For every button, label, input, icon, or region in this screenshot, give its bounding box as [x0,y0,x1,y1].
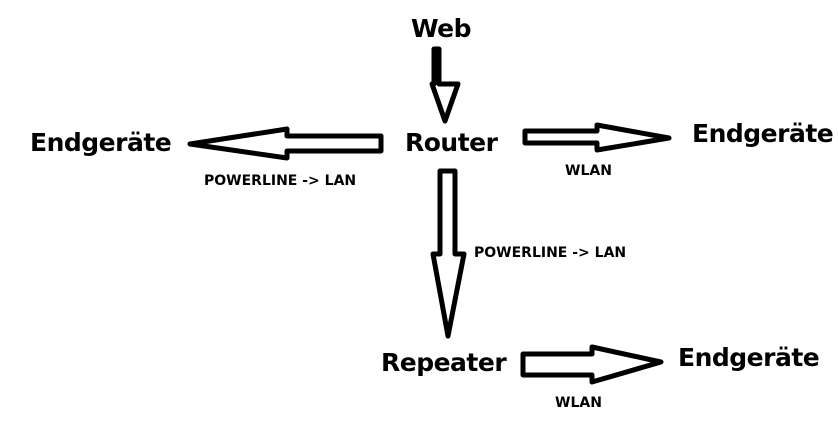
edge-label-wlan-router: WLAN [565,163,612,179]
node-endgeraete-repeater: Endgeräte [678,343,820,372]
arrow-repeater-to-endgeraete [520,344,664,385]
arrow-web-to-router [429,46,461,124]
edge-label-powerline-down: POWERLINE -> LAN [474,245,627,261]
arrow-router-to-repeater [430,168,467,339]
edge-label-wlan-repeater: WLAN [555,395,602,411]
node-router: Router [405,128,498,157]
arrow-router-to-endgeraete-left [187,126,384,161]
node-endgeraete-left: Endgeräte [30,128,172,157]
edge-label-powerline-left: POWERLINE -> LAN [204,173,357,189]
node-web: Web [411,14,472,43]
node-endgeraete-right: Endgeräte [692,119,834,148]
arrow-router-to-endgeraete-right [522,122,672,153]
node-repeater: Repeater [381,348,507,377]
